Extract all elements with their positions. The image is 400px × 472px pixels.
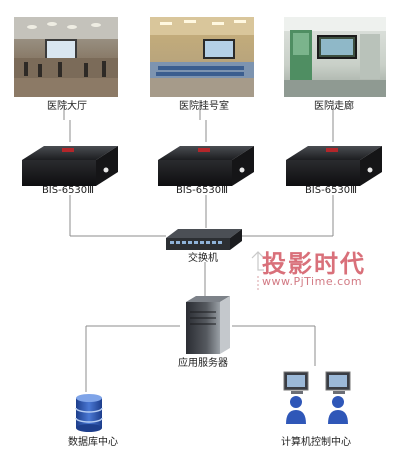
server-label: 应用服务器: [178, 358, 228, 369]
location-label-corridor: 医院走廊: [314, 101, 354, 112]
media-player-3: [286, 146, 382, 186]
network-switch: [166, 229, 242, 250]
location-label-registration: 医院挂号室: [179, 101, 229, 112]
player-label-2: BIS-6530Ⅲ: [175, 185, 229, 196]
registration-photo: [150, 17, 254, 97]
server-tower: [186, 296, 230, 354]
player-label-3: BIS-6530Ⅲ: [304, 185, 358, 196]
control-center-icon: [283, 371, 351, 424]
media-player-1: [22, 146, 118, 186]
switch-label: 交换机: [188, 253, 218, 264]
watermark-brand: 投影时代: [262, 250, 366, 278]
player-label-1: BIS-6530Ⅲ: [41, 185, 95, 196]
location-label-hall: 医院大厅: [47, 101, 87, 112]
hall-photo: [14, 17, 118, 97]
database-icon: [75, 394, 103, 432]
media-player-2: [158, 146, 254, 186]
control-center-label: 计算机控制中心: [281, 437, 351, 448]
connector-lines: [63, 100, 334, 392]
database-label: 数据库中心: [68, 437, 118, 448]
corridor-photo: [284, 17, 386, 97]
watermark-url: www.PjTime.com: [262, 275, 363, 288]
pjtime-logo-icon: [251, 251, 265, 290]
